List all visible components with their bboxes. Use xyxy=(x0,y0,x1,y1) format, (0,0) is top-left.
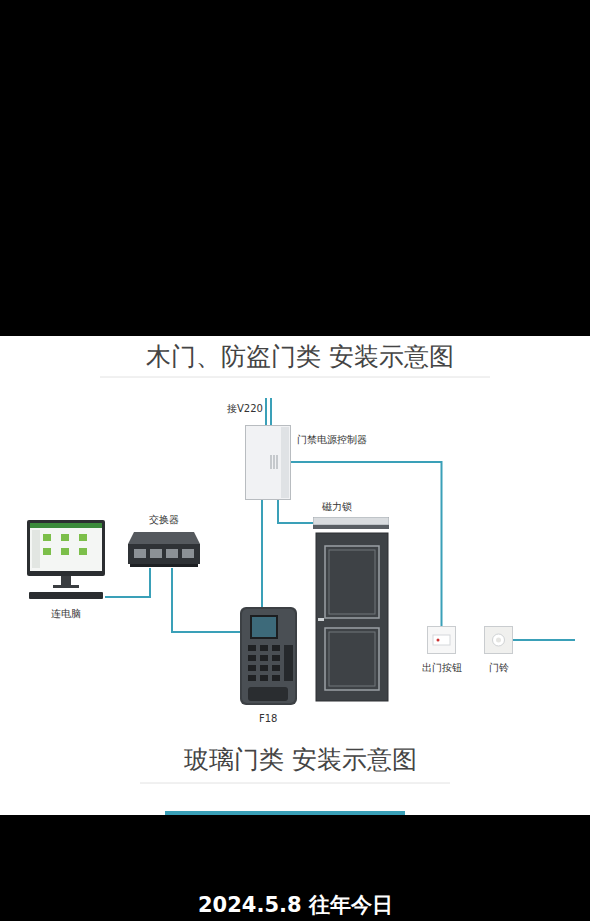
power-controller: 门禁电源控制器 xyxy=(245,425,291,500)
doorbell: 门铃 xyxy=(484,626,513,654)
wire-connector xyxy=(105,568,150,597)
device-label: 出门按钮 xyxy=(422,662,462,674)
device-label: 门禁电源控制器 xyxy=(297,434,367,446)
divider xyxy=(100,377,490,378)
date-caption: 2024.5.8 往年今日 xyxy=(198,893,393,918)
wire-connector xyxy=(262,500,263,607)
accent-bar xyxy=(165,811,405,815)
wire-connector xyxy=(278,500,313,523)
device-label: 磁力锁 xyxy=(322,501,352,513)
wire-line xyxy=(105,568,150,597)
wire-connector xyxy=(291,462,442,626)
device-label: 门铃 xyxy=(489,662,509,674)
power-label: 接V220 xyxy=(227,403,263,415)
subtitle: 玻璃门类 安装示意图 xyxy=(184,745,417,775)
divider xyxy=(140,783,450,784)
wire-line xyxy=(261,500,263,607)
wire-line xyxy=(172,568,240,632)
magnetic-lock: 磁力锁 xyxy=(313,517,389,529)
computer: 连电脑 xyxy=(27,520,105,600)
device-label: F18 xyxy=(259,713,277,725)
power-wire xyxy=(265,398,267,426)
bell-wire xyxy=(513,639,575,641)
wire-line xyxy=(278,500,313,523)
wire-connector xyxy=(172,568,240,632)
network-switch: 交换器 xyxy=(128,530,200,568)
power-wire xyxy=(270,398,272,426)
device-label: 交换器 xyxy=(149,514,179,526)
door xyxy=(316,533,388,701)
title: 木门、防盗门类 安装示意图 xyxy=(146,340,454,373)
access-reader: F18 xyxy=(240,607,297,705)
device-label: 连电脑 xyxy=(51,608,81,620)
exit-button: 出门按钮 xyxy=(427,626,456,654)
wire-line xyxy=(291,462,442,626)
